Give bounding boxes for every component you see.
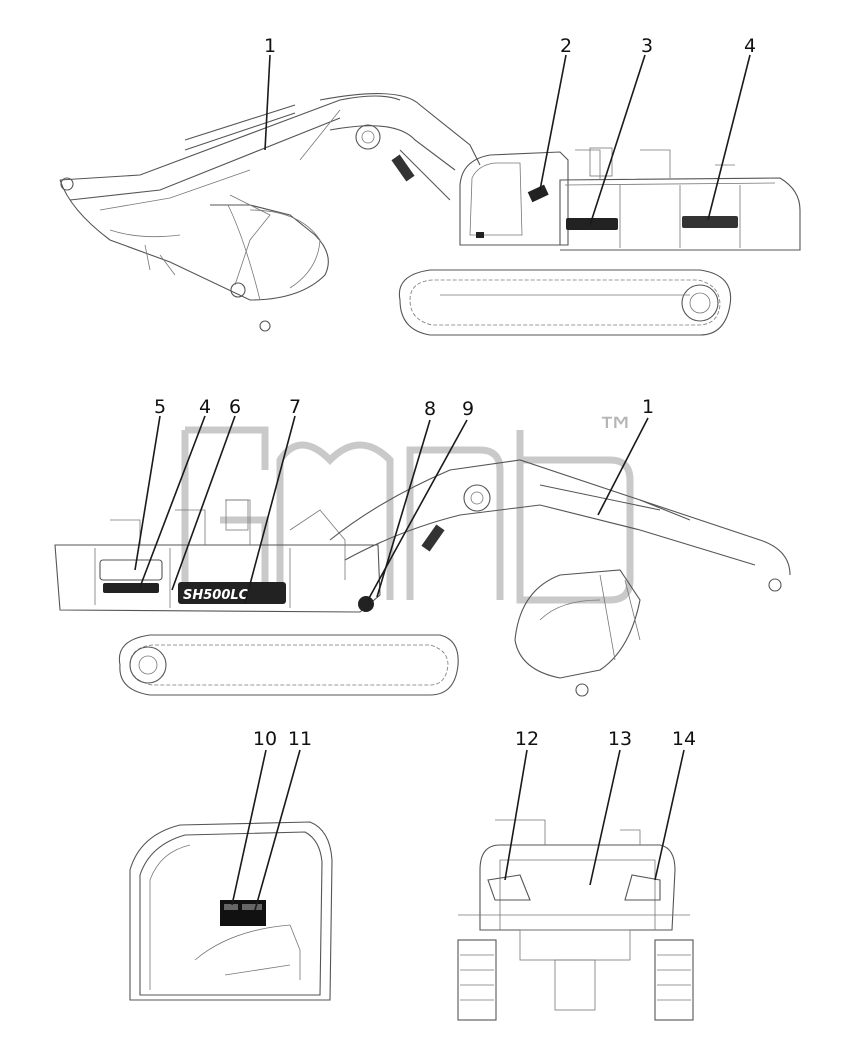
model-badge: SH500LC — [183, 588, 249, 603]
callout-1-middle: 1 — [642, 396, 654, 418]
excavator-side-view-middle: SH500LC — [54, 459, 791, 697]
rear-view — [457, 819, 694, 1021]
callout-14: 14 — [672, 728, 696, 750]
callout-leaders — [134, 54, 751, 911]
callout-8: 8 — [424, 398, 436, 420]
callout-labels: 1 2 3 4 5 4 6 7 8 9 1 10 11 12 13 14 — [154, 35, 756, 750]
callout-4-middle: 4 — [199, 396, 211, 418]
callout-7: 7 — [289, 396, 301, 418]
callout-13: 13 — [608, 728, 632, 750]
callout-9: 9 — [462, 398, 474, 420]
callout-10: 10 — [253, 728, 277, 750]
watermark: ™ — [181, 410, 636, 604]
callout-5: 5 — [154, 396, 166, 418]
callout-12: 12 — [515, 728, 539, 750]
cab-view — [129, 821, 333, 1001]
watermark-tm: ™ — [596, 410, 636, 456]
callout-6: 6 — [229, 396, 241, 418]
callout-3: 3 — [641, 35, 653, 57]
excavator-side-view-top — [59, 93, 801, 336]
callout-11: 11 — [288, 728, 312, 750]
callout-1-top: 1 — [264, 35, 276, 57]
callout-2: 2 — [560, 35, 572, 57]
callout-4-top: 4 — [744, 35, 756, 57]
